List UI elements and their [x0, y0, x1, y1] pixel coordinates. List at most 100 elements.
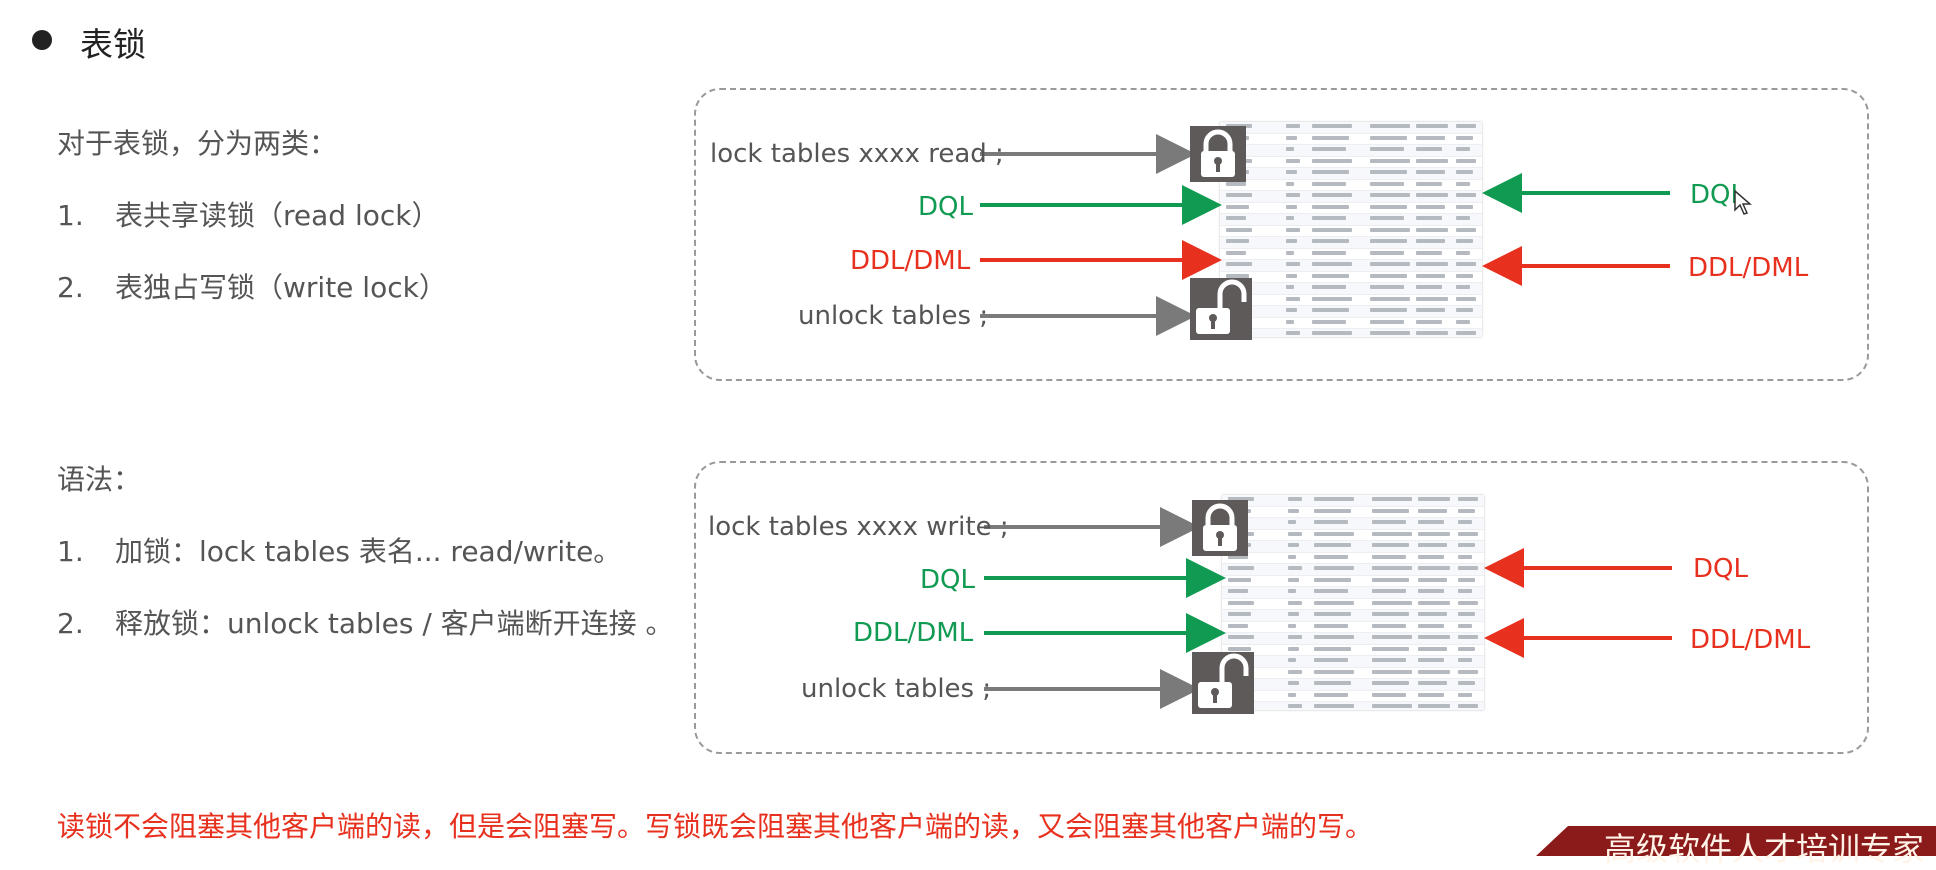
- thumbnail-cell: [1286, 147, 1294, 151]
- thumbnail-cell: [1312, 296, 1352, 301]
- thumbnail-cell: [1312, 181, 1346, 186]
- thumbnail-row: [1222, 622, 1484, 633]
- footer-note: 读锁不会阻塞其他客户端的读，但是会阻塞写。写锁既会阻塞其他客户端的读，又会阻塞其…: [57, 810, 1374, 843]
- thumbnail-cell: [1456, 147, 1470, 151]
- thumbnail-cell: [1458, 612, 1475, 616]
- thumbnail-cell: [1286, 296, 1300, 301]
- thumbnail-cell: [1226, 262, 1252, 266]
- thumbnail-cell: [1288, 543, 1299, 547]
- thumbnail-cell: [1314, 589, 1348, 593]
- thumbnail-row: [1220, 237, 1482, 249]
- thumbnail-cell: [1416, 158, 1448, 163]
- thumbnail-cell: [1370, 216, 1404, 220]
- item-number: 2.: [57, 271, 84, 304]
- thumbnail-cell: [1458, 623, 1472, 628]
- read-lock-diagram: [694, 88, 1869, 381]
- thumbnail-cell: [1370, 193, 1410, 197]
- thumbnail-cell: [1418, 577, 1447, 582]
- thumbnail-cell: [1286, 331, 1300, 335]
- thumbnail-cell: [1456, 331, 1476, 335]
- thumbnail-cell: [1314, 623, 1348, 628]
- thumbnail-cell: [1458, 692, 1472, 697]
- thumbnail-row: [1222, 633, 1484, 645]
- thumbnail-cell: [1314, 635, 1354, 639]
- thumbnail-cell: [1372, 554, 1406, 559]
- thumbnail-cell: [1456, 239, 1473, 243]
- write-lock-diagram: [694, 461, 1869, 754]
- thumbnail-cell: [1312, 227, 1352, 232]
- thumbnail-cell: [1418, 520, 1444, 524]
- thumbnail-row: [1222, 645, 1484, 656]
- thumbnail-cell: [1286, 285, 1294, 289]
- type-item-2: 2.表独占写锁（write lock）: [57, 266, 447, 306]
- thumbnail-cell: [1372, 497, 1412, 501]
- thumbnail-cell: [1458, 646, 1475, 651]
- thumbnail-cell: [1314, 600, 1354, 605]
- thumbnail-cell: [1372, 692, 1406, 697]
- thumbnail-cell: [1370, 158, 1410, 163]
- unlock-command: unlock tables ;: [801, 674, 992, 704]
- thumbnail-cell: [1456, 181, 1470, 186]
- thumbnail-cell: [1372, 508, 1409, 513]
- thumbnail-cell: [1226, 216, 1246, 220]
- thumbnail-cell: [1372, 543, 1409, 547]
- thumbnail-cell: [1370, 124, 1410, 128]
- thumbnail-cell: [1456, 308, 1473, 312]
- thumbnail-row: [1222, 587, 1484, 599]
- thumbnail-row: [1220, 226, 1482, 237]
- thumbnail-cell: [1312, 216, 1346, 220]
- thumbnail-cell: [1370, 204, 1407, 209]
- thumbnail-cell: [1228, 612, 1251, 616]
- thumbnail-cell: [1288, 681, 1299, 685]
- thumbnail-cell: [1416, 262, 1448, 266]
- thumbnail-cell: [1288, 508, 1299, 513]
- thumbnail-cell: [1456, 216, 1470, 220]
- item-number: 2.: [57, 607, 84, 640]
- thumbnail-cell: [1226, 250, 1246, 255]
- thumbnail-cell: [1370, 227, 1410, 232]
- thumbnail-cell: [1456, 124, 1476, 128]
- thumbnail-cell: [1286, 239, 1297, 243]
- thumbnail-cell: [1456, 273, 1473, 278]
- thumbnail-cell: [1418, 658, 1444, 662]
- unlock-command: unlock tables ;: [798, 301, 989, 331]
- ddl-right-label: DDL/DML: [1690, 625, 1811, 655]
- thumbnail-cell: [1418, 612, 1447, 616]
- thumbnail-cell: [1416, 216, 1442, 220]
- thumbnail-cell: [1286, 158, 1300, 163]
- lock-closed-icon: [1190, 126, 1246, 182]
- item-text: 加锁：lock tables 表名... read/write。: [115, 535, 622, 568]
- corner-banner-text: 高级软件人才培训专家: [1603, 830, 1924, 868]
- thumbnail-cell: [1288, 692, 1296, 697]
- ddl-right-label: DDL/DML: [1688, 253, 1809, 283]
- thumbnail-cell: [1418, 692, 1444, 697]
- thumbnail-cell: [1286, 170, 1297, 174]
- thumbnail-cell: [1456, 285, 1470, 289]
- thumbnail-cell: [1416, 193, 1448, 197]
- lock-read-command: lock tables xxxx read ;: [710, 139, 1004, 169]
- thumbnail-cell: [1314, 658, 1348, 662]
- thumbnail-row: [1220, 191, 1482, 203]
- thumbnail-cell: [1458, 681, 1475, 685]
- thumbnail-cell: [1456, 193, 1476, 197]
- thumbnail-cell: [1370, 296, 1410, 301]
- thumbnail-cell: [1226, 204, 1249, 209]
- thumbnail-cell: [1288, 531, 1302, 536]
- thumbnail-cell: [1418, 566, 1450, 570]
- thumbnail-cell: [1458, 635, 1478, 639]
- thumbnail-cell: [1418, 635, 1450, 639]
- thumbnail-cell: [1314, 612, 1351, 616]
- table-thumbnail: [1222, 495, 1484, 710]
- thumbnail-cell: [1370, 239, 1407, 243]
- thumbnail-cell: [1288, 589, 1296, 593]
- thumbnail-cell: [1288, 566, 1302, 570]
- thumbnail-cell: [1416, 135, 1445, 140]
- thumbnail-cell: [1312, 285, 1346, 289]
- thumbnail-cell: [1458, 497, 1478, 501]
- thumbnail-cell: [1416, 227, 1448, 232]
- thumbnail-cell: [1458, 508, 1475, 513]
- thumbnail-cell: [1458, 566, 1478, 570]
- thumbnail-cell: [1416, 239, 1445, 243]
- thumbnail-cell: [1416, 204, 1445, 209]
